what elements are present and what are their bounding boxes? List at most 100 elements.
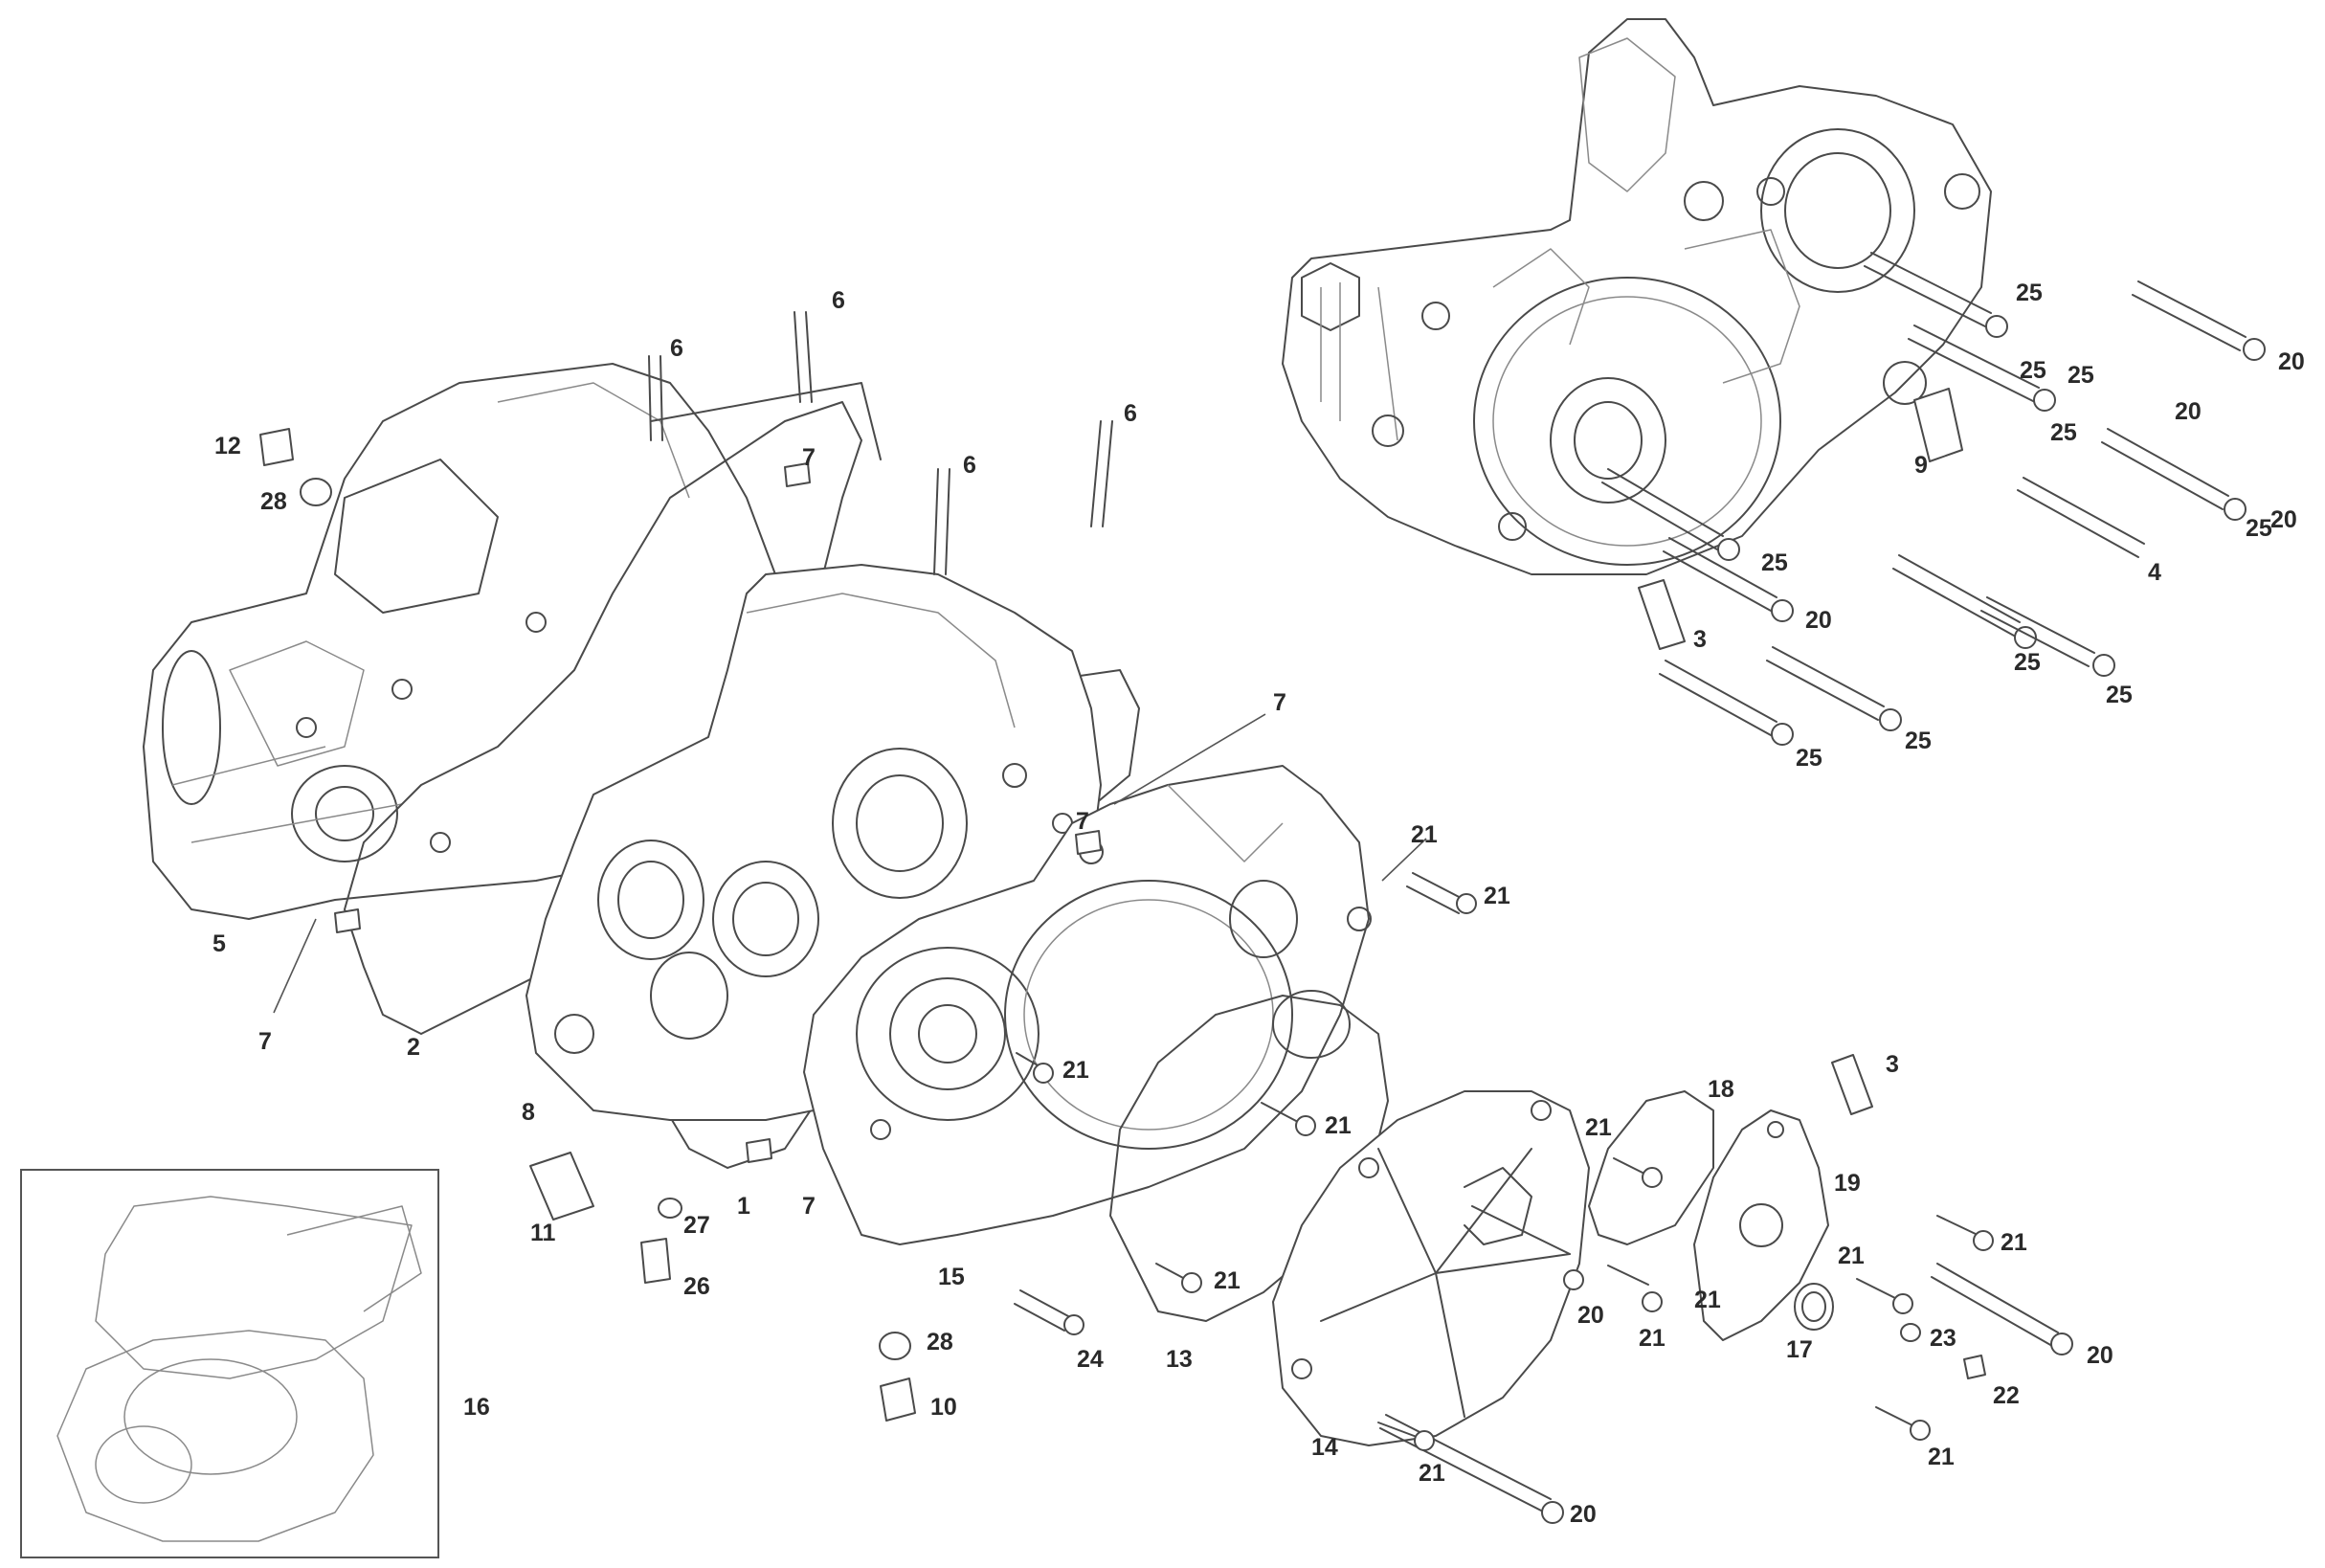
- callout: 7: [1273, 689, 1286, 716]
- callout: 25: [1796, 745, 1822, 772]
- callout: 28: [927, 1329, 953, 1355]
- bolt-icon: [1931, 1263, 2073, 1355]
- bolt-icon: [2132, 280, 2266, 361]
- bushing-icon: [529, 1152, 594, 1221]
- bolt-icon: [1406, 872, 1477, 914]
- callout: 21: [1585, 1114, 1612, 1141]
- callout: 27: [683, 1212, 710, 1239]
- washer-27-icon: [658, 1198, 682, 1219]
- dowel-7-icon: [746, 1138, 772, 1163]
- callout: 25: [2246, 515, 2272, 542]
- drain-plug-10-icon: [880, 1378, 916, 1422]
- right-crankcase-half-drawing: [1282, 18, 1992, 575]
- callout: 25: [2020, 357, 2046, 384]
- stud-icon: [933, 468, 950, 575]
- callout: 1: [737, 1193, 750, 1220]
- bolt-icon: [1016, 1052, 1054, 1084]
- bolt-icon: [1377, 1422, 1435, 1451]
- callout: 18: [1708, 1076, 1734, 1103]
- callout: 20: [1805, 607, 1832, 634]
- callout: 21: [1928, 1444, 1955, 1470]
- dowel-sleeve-icon: [1831, 1054, 1873, 1115]
- callout: 21: [2001, 1229, 2027, 1256]
- bolt-icon: [1766, 646, 1902, 731]
- dowel-7-icon: [784, 462, 811, 487]
- callout: 25: [2016, 280, 2043, 306]
- callout: 6: [963, 452, 976, 479]
- callout: 3: [1693, 626, 1707, 653]
- dowel-7-icon: [334, 908, 361, 933]
- callout: 17: [1786, 1336, 1813, 1363]
- bolt-icon: [1607, 1265, 1663, 1312]
- callout: 22: [1993, 1382, 2020, 1409]
- callout: 4: [2148, 559, 2161, 586]
- callout: 9: [1914, 452, 1928, 479]
- callout: 20: [1577, 1302, 1604, 1329]
- bolt-icon: [1601, 468, 1740, 561]
- callout: 21: [1325, 1112, 1352, 1139]
- callout: 6: [1124, 400, 1137, 427]
- callout: 5: [212, 930, 226, 957]
- callout: 25: [2068, 362, 2094, 389]
- bolt-icon: [1155, 1263, 1202, 1293]
- callout: 21: [1639, 1325, 1666, 1352]
- callout: 7: [802, 1193, 816, 1220]
- plug-26-icon: [640, 1238, 671, 1284]
- bolt-icon: [1663, 537, 1794, 622]
- dowel-7-icon: [1075, 830, 1102, 855]
- callout: 10: [930, 1394, 957, 1421]
- bolt-icon: [1471, 1205, 1584, 1290]
- bolt-icon: [1261, 1102, 1316, 1136]
- callout: 3: [1886, 1051, 1899, 1078]
- callout: 25: [2014, 649, 2041, 676]
- callout: 20: [2278, 348, 2305, 375]
- cylinder-base-gasket-drawing: [344, 382, 882, 1035]
- callout: 21: [1062, 1057, 1089, 1084]
- plug-22-icon: [1963, 1355, 1986, 1379]
- sleeve-12-icon: [259, 428, 294, 466]
- callout: 6: [670, 335, 683, 362]
- callout-labels: 1 2 3 3 4 5 6 6 6 6 7 7 7 7 7 8 9 10 11 …: [212, 280, 2305, 1528]
- callout: 21: [1411, 821, 1438, 848]
- callout: 7: [802, 444, 816, 471]
- callout: 21: [1484, 883, 1510, 909]
- bolt-icon: [1379, 1414, 1564, 1524]
- callout: 11: [530, 1220, 556, 1246]
- bolt-icon: [2101, 428, 2247, 521]
- bolt-icon: [1908, 325, 2056, 412]
- callout: 24: [1077, 1346, 1104, 1373]
- callout: 7: [1076, 808, 1089, 835]
- callout: 14: [1311, 1434, 1338, 1461]
- callout: 25: [2106, 682, 2133, 708]
- bolts: [259, 252, 2266, 1524]
- callout: 20: [2270, 506, 2297, 533]
- callout: 25: [2050, 419, 2077, 446]
- bolt-icon: [1014, 1289, 1084, 1335]
- bushing-icon: [1913, 388, 1963, 462]
- bolt-icon: [2017, 477, 2145, 558]
- callout: 25: [1761, 549, 1788, 576]
- washer-23-icon: [1900, 1323, 1921, 1342]
- bolt-icon: [1875, 1406, 1931, 1441]
- bolt-icon: [1936, 1215, 1994, 1251]
- seal-17-drawing: [1794, 1283, 1834, 1331]
- callout: 16: [463, 1394, 490, 1421]
- callout: 13: [1166, 1346, 1193, 1373]
- callout: 12: [214, 433, 241, 459]
- callout: 23: [1930, 1325, 1956, 1352]
- callout: 8: [522, 1099, 535, 1126]
- callout: 6: [832, 287, 845, 314]
- bolt-icon: [1980, 596, 2115, 677]
- bolt-icon: [1892, 554, 2037, 649]
- stud-icon: [648, 355, 663, 441]
- dowel-sleeve-icon: [1638, 579, 1686, 650]
- callout: 20: [2087, 1342, 2113, 1369]
- clutch-cover-drawing: [803, 765, 1372, 1245]
- washer-28-icon: [879, 1332, 911, 1360]
- clutch-cover-gasket-drawing: [1109, 995, 1389, 1322]
- callout: 26: [683, 1273, 710, 1300]
- gasket-kit-inset: [20, 1169, 439, 1558]
- callout: 20: [2175, 398, 2202, 425]
- ignition-cover-drawing: [1272, 1090, 1590, 1446]
